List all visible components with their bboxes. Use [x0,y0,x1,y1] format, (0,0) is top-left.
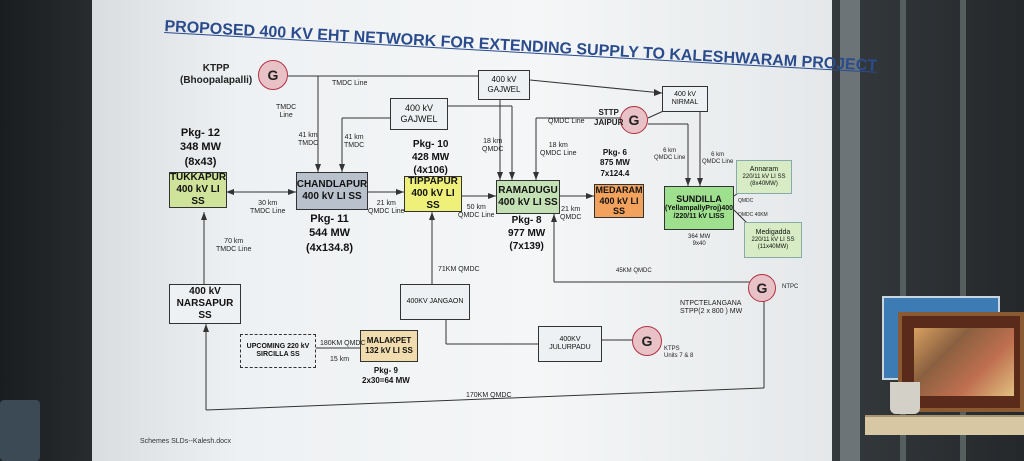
bucket [0,400,40,461]
ntpc-side-label: NTPC [782,284,799,290]
generator-sttp-icon: G [620,106,648,134]
line-label: QMDC [738,198,754,204]
generator-ktpp-icon: G [258,60,288,90]
line-label: 15 km [330,356,350,363]
line-label: QMDC 40KM [738,212,768,218]
line-label: TMDC Line [332,80,368,87]
line-label: 170KM QMDC [466,392,512,399]
window-bar [900,0,906,461]
line-label: 71KM QMDC [438,266,480,273]
window-frame [840,0,860,461]
line-label: 45KM QMDC [616,268,652,274]
footer-filename: Schemes SLDs--Kalesh.docx [140,438,232,445]
paper-sheet [92,0,832,461]
wooden-shelf [865,415,1024,435]
ktpp-label: KTPP(Bhoopalapalli) [180,63,253,86]
line-label: QMDC Line [548,118,585,125]
sundilla-node: SUNDILLA(YellampallyProj)400/220/11 kV L… [664,186,734,230]
jangaon-node: 400KV JANGAON [400,284,470,320]
generator-ntpc-icon: G [748,274,776,302]
line-label: 180KM QMDC [320,340,366,347]
generator-ktps-icon: G [632,326,662,356]
window-bar [960,0,966,461]
steel-cup [890,382,920,414]
